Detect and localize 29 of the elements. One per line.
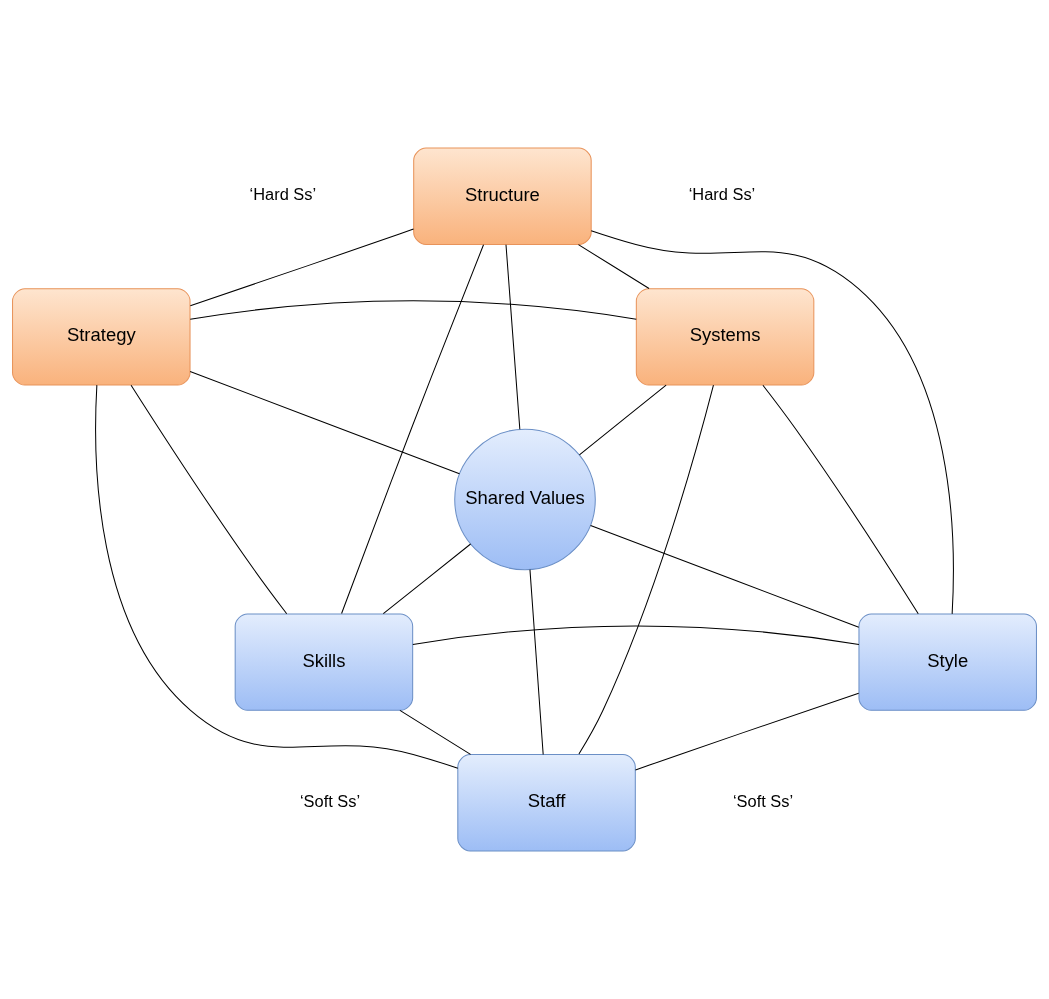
connector (341, 244, 485, 614)
node-box: Structure (413, 147, 592, 246)
connector (189, 300, 637, 320)
connector (590, 524, 860, 628)
label: ‘Hard Ss’ (688, 185, 756, 204)
connector (762, 384, 919, 615)
node-circle: Shared Values (454, 428, 596, 571)
connector (578, 384, 667, 456)
label: ‘Hard Ss’ (249, 185, 317, 204)
connector (399, 709, 472, 755)
connector (590, 230, 954, 615)
node-box: Staff (457, 753, 636, 852)
connector (189, 371, 460, 475)
connector (95, 384, 459, 769)
connector (130, 384, 288, 615)
connector (505, 244, 521, 430)
node-box: Strategy (12, 288, 191, 386)
label: ‘Soft Ss’ (299, 791, 361, 810)
connector (577, 244, 650, 290)
label: ‘Soft Ss’ (732, 791, 794, 810)
connector (382, 543, 472, 615)
connector (189, 228, 415, 307)
connector (578, 384, 714, 755)
connector (529, 569, 544, 755)
node-box: Skills (234, 613, 414, 711)
node-box: Style (858, 613, 1037, 711)
connector (412, 625, 860, 645)
connector (634, 692, 860, 771)
node-box: Systems (635, 288, 815, 386)
